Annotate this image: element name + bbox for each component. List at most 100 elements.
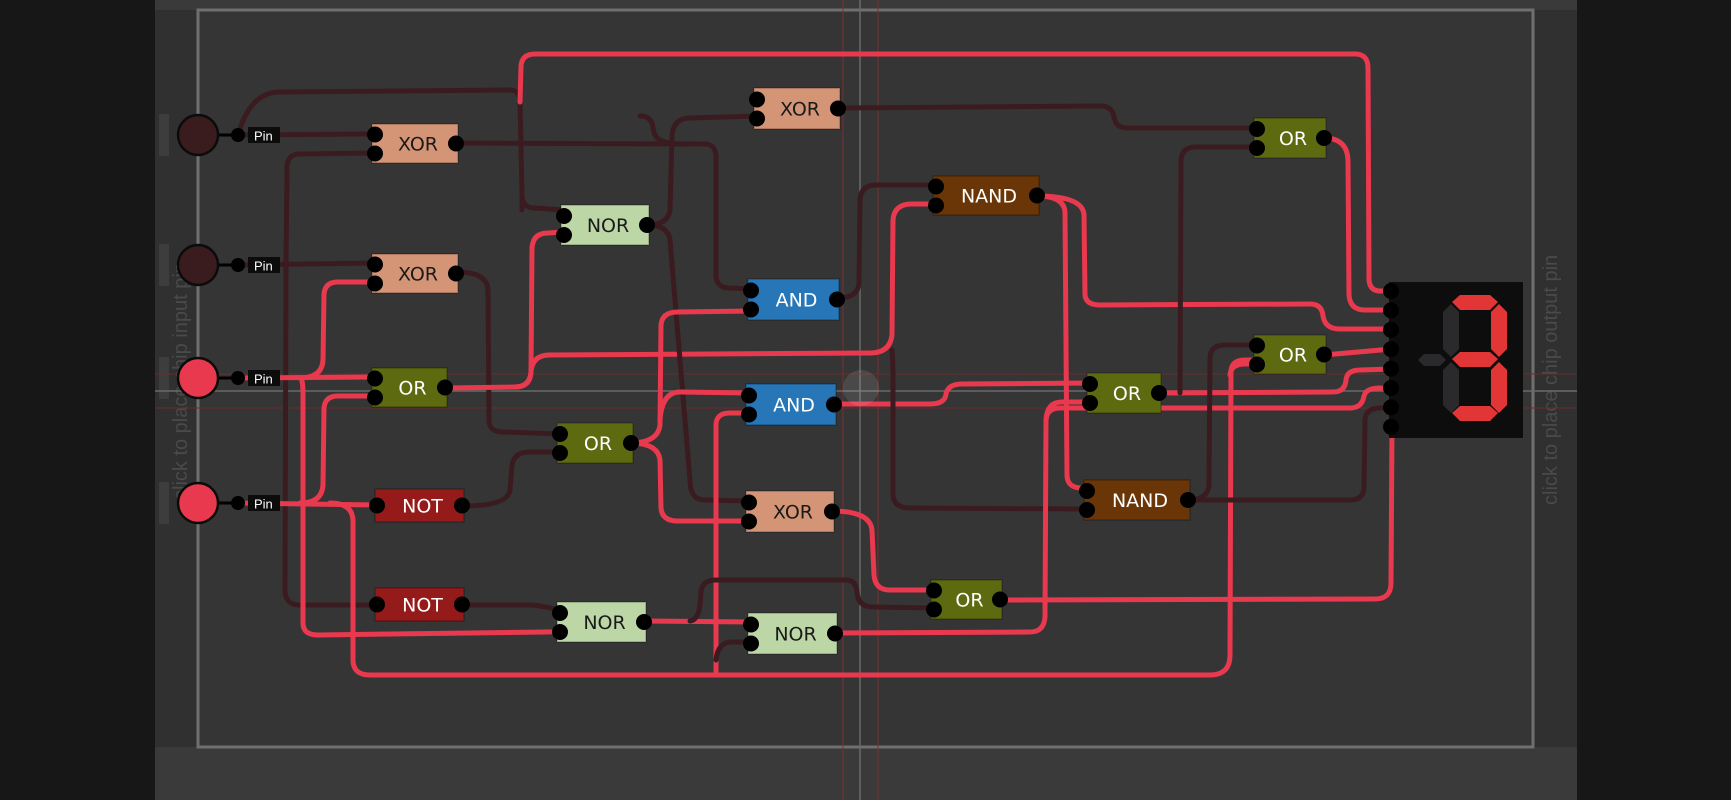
gate-output-pin[interactable] bbox=[829, 291, 845, 308]
wire[interactable] bbox=[1321, 346, 1395, 358]
seven-segment-display[interactable] bbox=[1383, 282, 1523, 438]
display-input-pin[interactable] bbox=[1383, 321, 1399, 338]
gate-input-pin[interactable] bbox=[556, 227, 572, 243]
gate-input-pin[interactable] bbox=[367, 275, 383, 292]
gate-xor[interactable]: XOR bbox=[367, 253, 464, 294]
gate-output-pin[interactable] bbox=[824, 503, 840, 520]
gate-input-pin[interactable] bbox=[1249, 356, 1265, 373]
gate-body[interactable] bbox=[747, 278, 840, 321]
gate-output-pin[interactable] bbox=[448, 135, 464, 152]
gate-body[interactable] bbox=[1083, 479, 1191, 521]
gate-xor[interactable]: XOR bbox=[741, 490, 840, 533]
gate-body[interactable] bbox=[556, 422, 634, 464]
gate-input-pin[interactable] bbox=[1079, 483, 1095, 499]
gate-input-pin[interactable] bbox=[552, 445, 568, 461]
wire[interactable] bbox=[1156, 366, 1395, 396]
gate-input-pin[interactable] bbox=[743, 616, 759, 633]
wire[interactable] bbox=[687, 577, 937, 624]
gate-input-pin[interactable] bbox=[1082, 395, 1098, 411]
input-pin[interactable]: Pin bbox=[176, 113, 280, 157]
gate-input-pin[interactable] bbox=[552, 605, 568, 621]
wire[interactable] bbox=[454, 140, 755, 292]
pin-handle[interactable] bbox=[159, 357, 169, 399]
gate-input-pin[interactable] bbox=[1249, 121, 1265, 137]
gate-nand[interactable]: NAND bbox=[928, 175, 1045, 216]
wire[interactable] bbox=[282, 262, 380, 608]
gate-input-pin[interactable] bbox=[367, 389, 383, 406]
gate-output-pin[interactable] bbox=[636, 614, 652, 630]
gate-output-pin[interactable] bbox=[454, 497, 470, 514]
gate-output-pin[interactable] bbox=[1316, 346, 1332, 363]
display-input-pin[interactable] bbox=[1383, 283, 1399, 299]
gate-body[interactable] bbox=[747, 612, 838, 655]
gate-body[interactable] bbox=[560, 204, 650, 246]
wire[interactable] bbox=[283, 150, 378, 268]
gate-body[interactable] bbox=[371, 367, 448, 408]
display-input-pin[interactable] bbox=[1383, 399, 1399, 416]
gate-output-pin[interactable] bbox=[830, 100, 846, 117]
wire[interactable] bbox=[1227, 361, 1260, 378]
gate-nor[interactable]: NOR bbox=[556, 204, 655, 246]
gate-xor[interactable]: XOR bbox=[367, 123, 464, 164]
wire[interactable] bbox=[835, 182, 940, 301]
wire[interactable] bbox=[889, 347, 1091, 512]
gate-output-pin[interactable] bbox=[639, 217, 655, 233]
wire[interactable] bbox=[831, 380, 1093, 407]
wire[interactable] bbox=[1321, 135, 1395, 313]
gate-nor[interactable]: NOR bbox=[743, 612, 843, 655]
gate-or[interactable]: OR bbox=[1249, 117, 1332, 159]
display-input-pin[interactable] bbox=[1383, 380, 1399, 396]
pin-handle[interactable] bbox=[159, 482, 169, 524]
wire[interactable] bbox=[454, 269, 563, 437]
wire[interactable] bbox=[637, 113, 693, 147]
input-pin[interactable]: Pin bbox=[176, 481, 280, 525]
pin-handle[interactable] bbox=[159, 114, 169, 156]
gate-body[interactable] bbox=[1253, 117, 1327, 159]
gate-body[interactable] bbox=[556, 601, 647, 643]
gate-input-pin[interactable] bbox=[367, 126, 383, 143]
wire[interactable] bbox=[297, 393, 379, 506]
gate-input-pin[interactable] bbox=[749, 91, 765, 108]
gate-output-pin[interactable] bbox=[623, 435, 639, 451]
gate-output-pin[interactable] bbox=[1029, 187, 1045, 204]
gate-input-pin[interactable] bbox=[1249, 337, 1265, 354]
wire[interactable] bbox=[829, 508, 937, 593]
pin-handle[interactable] bbox=[159, 244, 169, 286]
gate-input-pin[interactable] bbox=[928, 178, 944, 195]
gate-or[interactable]: OR bbox=[552, 422, 639, 464]
gate-output-pin[interactable] bbox=[454, 596, 470, 613]
wire[interactable] bbox=[1185, 405, 1395, 503]
wire[interactable] bbox=[1177, 144, 1260, 396]
wire[interactable] bbox=[713, 639, 755, 663]
gate-input-pin[interactable] bbox=[741, 513, 757, 530]
gate-input-pin[interactable] bbox=[556, 208, 572, 224]
gate-input-pin[interactable] bbox=[926, 601, 942, 618]
wire[interactable] bbox=[1034, 193, 1395, 332]
pin-connector[interactable] bbox=[231, 496, 245, 510]
display-input-pin[interactable] bbox=[1383, 341, 1399, 358]
gate-input-pin[interactable] bbox=[552, 426, 568, 442]
gate-xor[interactable]: XOR bbox=[749, 87, 846, 130]
gate-and[interactable]: AND bbox=[743, 278, 845, 321]
gate-output-pin[interactable] bbox=[437, 379, 453, 396]
gate-nor[interactable]: NOR bbox=[552, 601, 652, 643]
gate-output-pin[interactable] bbox=[826, 396, 842, 413]
input-pin-toggle[interactable] bbox=[176, 356, 220, 400]
display-input-pin[interactable] bbox=[1383, 360, 1399, 377]
gate-input-pin[interactable] bbox=[552, 624, 568, 640]
wire[interactable] bbox=[627, 440, 753, 524]
gate-output-pin[interactable] bbox=[827, 625, 843, 642]
gate-input-pin[interactable] bbox=[743, 282, 759, 299]
gate-input-pin[interactable] bbox=[367, 370, 383, 387]
output-pin-strip[interactable] bbox=[1535, 10, 1577, 747]
wire[interactable] bbox=[713, 410, 753, 678]
input-pin-toggle[interactable] bbox=[176, 243, 220, 287]
gate-input-pin[interactable] bbox=[369, 596, 385, 613]
gate-body[interactable] bbox=[1086, 372, 1162, 414]
gate-input-pin[interactable] bbox=[741, 387, 757, 404]
gate-input-pin[interactable] bbox=[741, 406, 757, 423]
wire[interactable] bbox=[517, 51, 1395, 294]
gate-input-pin[interactable] bbox=[926, 582, 942, 599]
gate-or[interactable]: OR bbox=[926, 579, 1008, 620]
